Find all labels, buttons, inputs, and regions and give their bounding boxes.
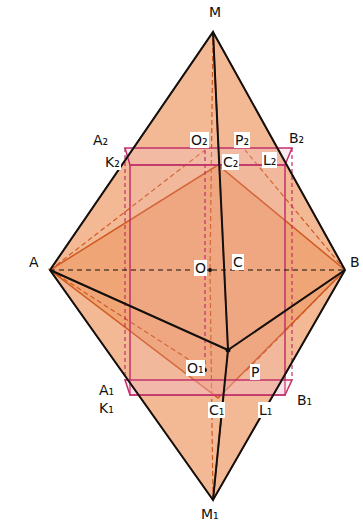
point-label: L₂	[262, 152, 277, 168]
point-label: P₂	[234, 132, 250, 148]
point-label: C₁	[208, 402, 225, 418]
point-label: A₂	[92, 132, 109, 148]
prism-hidden	[125, 148, 292, 380]
point-label: O	[194, 260, 207, 276]
point-label: L₁	[258, 402, 273, 418]
orange-hidden	[50, 32, 345, 500]
point-label: B₂	[288, 130, 305, 146]
prism-front	[130, 165, 285, 395]
face	[50, 165, 345, 398]
point-label: K₁	[98, 400, 115, 416]
point-label: M₁	[200, 506, 220, 522]
point-label: A	[28, 254, 40, 270]
orange-faces	[50, 32, 345, 500]
point-label: P	[250, 364, 260, 380]
point-label: K₂	[104, 154, 121, 170]
point-label: C₂	[222, 154, 239, 170]
point-label: O₂	[190, 132, 209, 148]
outline	[50, 32, 345, 500]
point-label: B	[349, 254, 361, 270]
point-label: C	[232, 254, 244, 270]
point-label: A₁	[98, 382, 115, 398]
prism-bottom	[125, 380, 292, 395]
point-label: O₁	[186, 360, 205, 376]
point-label: M	[208, 4, 222, 20]
points	[203, 268, 231, 372]
point-label: B₁	[296, 392, 313, 408]
prism	[125, 148, 292, 395]
